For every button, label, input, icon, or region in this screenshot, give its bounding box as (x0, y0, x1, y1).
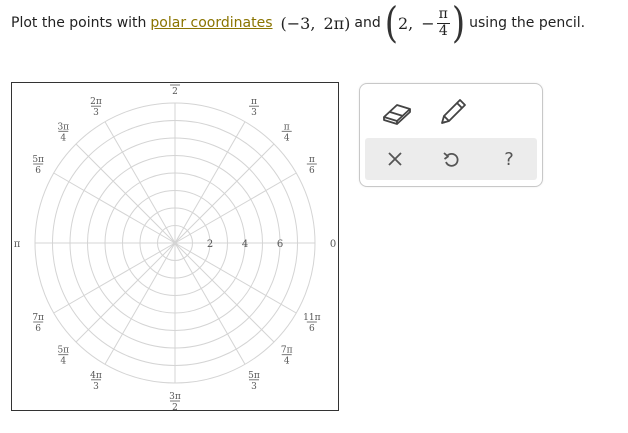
angle-label-numerator: 5π (248, 371, 260, 381)
radial-tick-label: 2 (207, 239, 213, 250)
pencil-tool-button[interactable] (436, 96, 470, 128)
point-2-open-paren: ( (384, 0, 398, 48)
point-2-minus: − (421, 13, 435, 33)
angle-label-denominator: 4 (60, 133, 66, 143)
action-bar: ? (365, 138, 537, 180)
angle-label-denominator: 4 (284, 133, 290, 143)
grid-ray (174, 242, 297, 314)
point-1-open-paren: ( (280, 13, 287, 33)
angle-label-numerator: 7π (32, 313, 44, 323)
angle-label-denominator: 3 (251, 108, 257, 118)
point-1-theta: 2π (323, 13, 345, 33)
polar-grid[interactable]: 2460π6π4π3π22π33π45π6π7π65π44π33π25π37π4… (12, 83, 338, 410)
angle-label-denominator: 6 (309, 166, 315, 176)
clear-button[interactable] (375, 138, 415, 180)
grid-ray (174, 121, 246, 244)
grid-ray (174, 172, 297, 244)
eraser-icon (383, 104, 411, 125)
radial-tick-label: 6 (277, 239, 283, 250)
grid-ray (75, 242, 176, 343)
angle-label-denominator: 2 (172, 403, 178, 410)
angle-label-numerator: 5π (32, 155, 44, 165)
angle-label-denominator: 3 (93, 382, 99, 392)
angle-label-numerator: π (251, 97, 257, 107)
grid-ray (174, 242, 246, 365)
point-2-close-paren: ) (451, 0, 466, 48)
angle-label-denominator: 6 (35, 166, 41, 176)
angle-label-numerator: π (172, 83, 178, 86)
angle-label-denominator: 6 (309, 324, 315, 334)
angle-label-numerator: 5π (57, 346, 69, 356)
angle-label-numerator: 3π (57, 122, 69, 132)
prompt-text-end: using the pencil. (469, 15, 586, 31)
drawing-toolbox: ? (359, 83, 543, 187)
angle-label-denominator: 3 (93, 108, 99, 118)
grid-ray (174, 242, 275, 343)
angle-label-numerator: 7π (281, 346, 293, 356)
point-2-theta-fraction: π 4 (436, 6, 450, 39)
grid-ray (104, 121, 176, 244)
undo-icon (443, 152, 459, 167)
grid-ray (53, 172, 176, 244)
grid-ray (75, 143, 176, 244)
help-button[interactable]: ? (504, 148, 514, 170)
undo-button[interactable] (431, 138, 471, 180)
angle-label-numerator: π (309, 155, 315, 165)
grid-ray (104, 242, 176, 365)
angle-label-numerator: π (284, 122, 290, 132)
close-icon (388, 152, 402, 166)
eraser-tool-button[interactable] (380, 98, 414, 126)
angle-label-denominator: 3 (251, 382, 257, 392)
polar-graph[interactable]: 2460π6π4π3π22π33π45π6π7π65π44π33π25π37π4… (11, 82, 339, 411)
angle-label-denominator: 6 (35, 324, 41, 334)
point-2: ( 2, − π 4 ) (385, 2, 465, 45)
radial-tick-label: 4 (242, 239, 248, 250)
point-1-close-paren: ) (344, 13, 351, 33)
angle-label-denominator: 4 (60, 357, 66, 367)
angle-label: 0 (330, 239, 336, 250)
angle-label-numerator: 3π (169, 392, 181, 402)
point-1: ( −3, 2π ) (281, 14, 351, 33)
point-2-theta-den: 4 (438, 22, 448, 39)
question-prompt: Plot the points with polar coordinates (… (11, 0, 621, 46)
point-2-theta-num: π (436, 6, 450, 24)
angle-label-denominator: 2 (172, 87, 178, 97)
prompt-and: and (354, 15, 381, 31)
angle-label-numerator: 4π (90, 371, 102, 381)
point-2-r: 2, (398, 13, 414, 33)
grid-ray (174, 143, 275, 244)
polar-coordinates-link[interactable]: polar coordinates (150, 15, 273, 31)
point-1-r: −3, (286, 13, 316, 33)
angle-label: π (14, 239, 21, 250)
prompt-text-start: Plot the points with (11, 15, 147, 31)
angle-label-numerator: 2π (90, 97, 102, 107)
pencil-icon (441, 99, 466, 124)
angle-label-numerator: 11π (303, 313, 320, 323)
angle-label-denominator: 4 (284, 357, 290, 367)
grid-ray (53, 242, 176, 314)
